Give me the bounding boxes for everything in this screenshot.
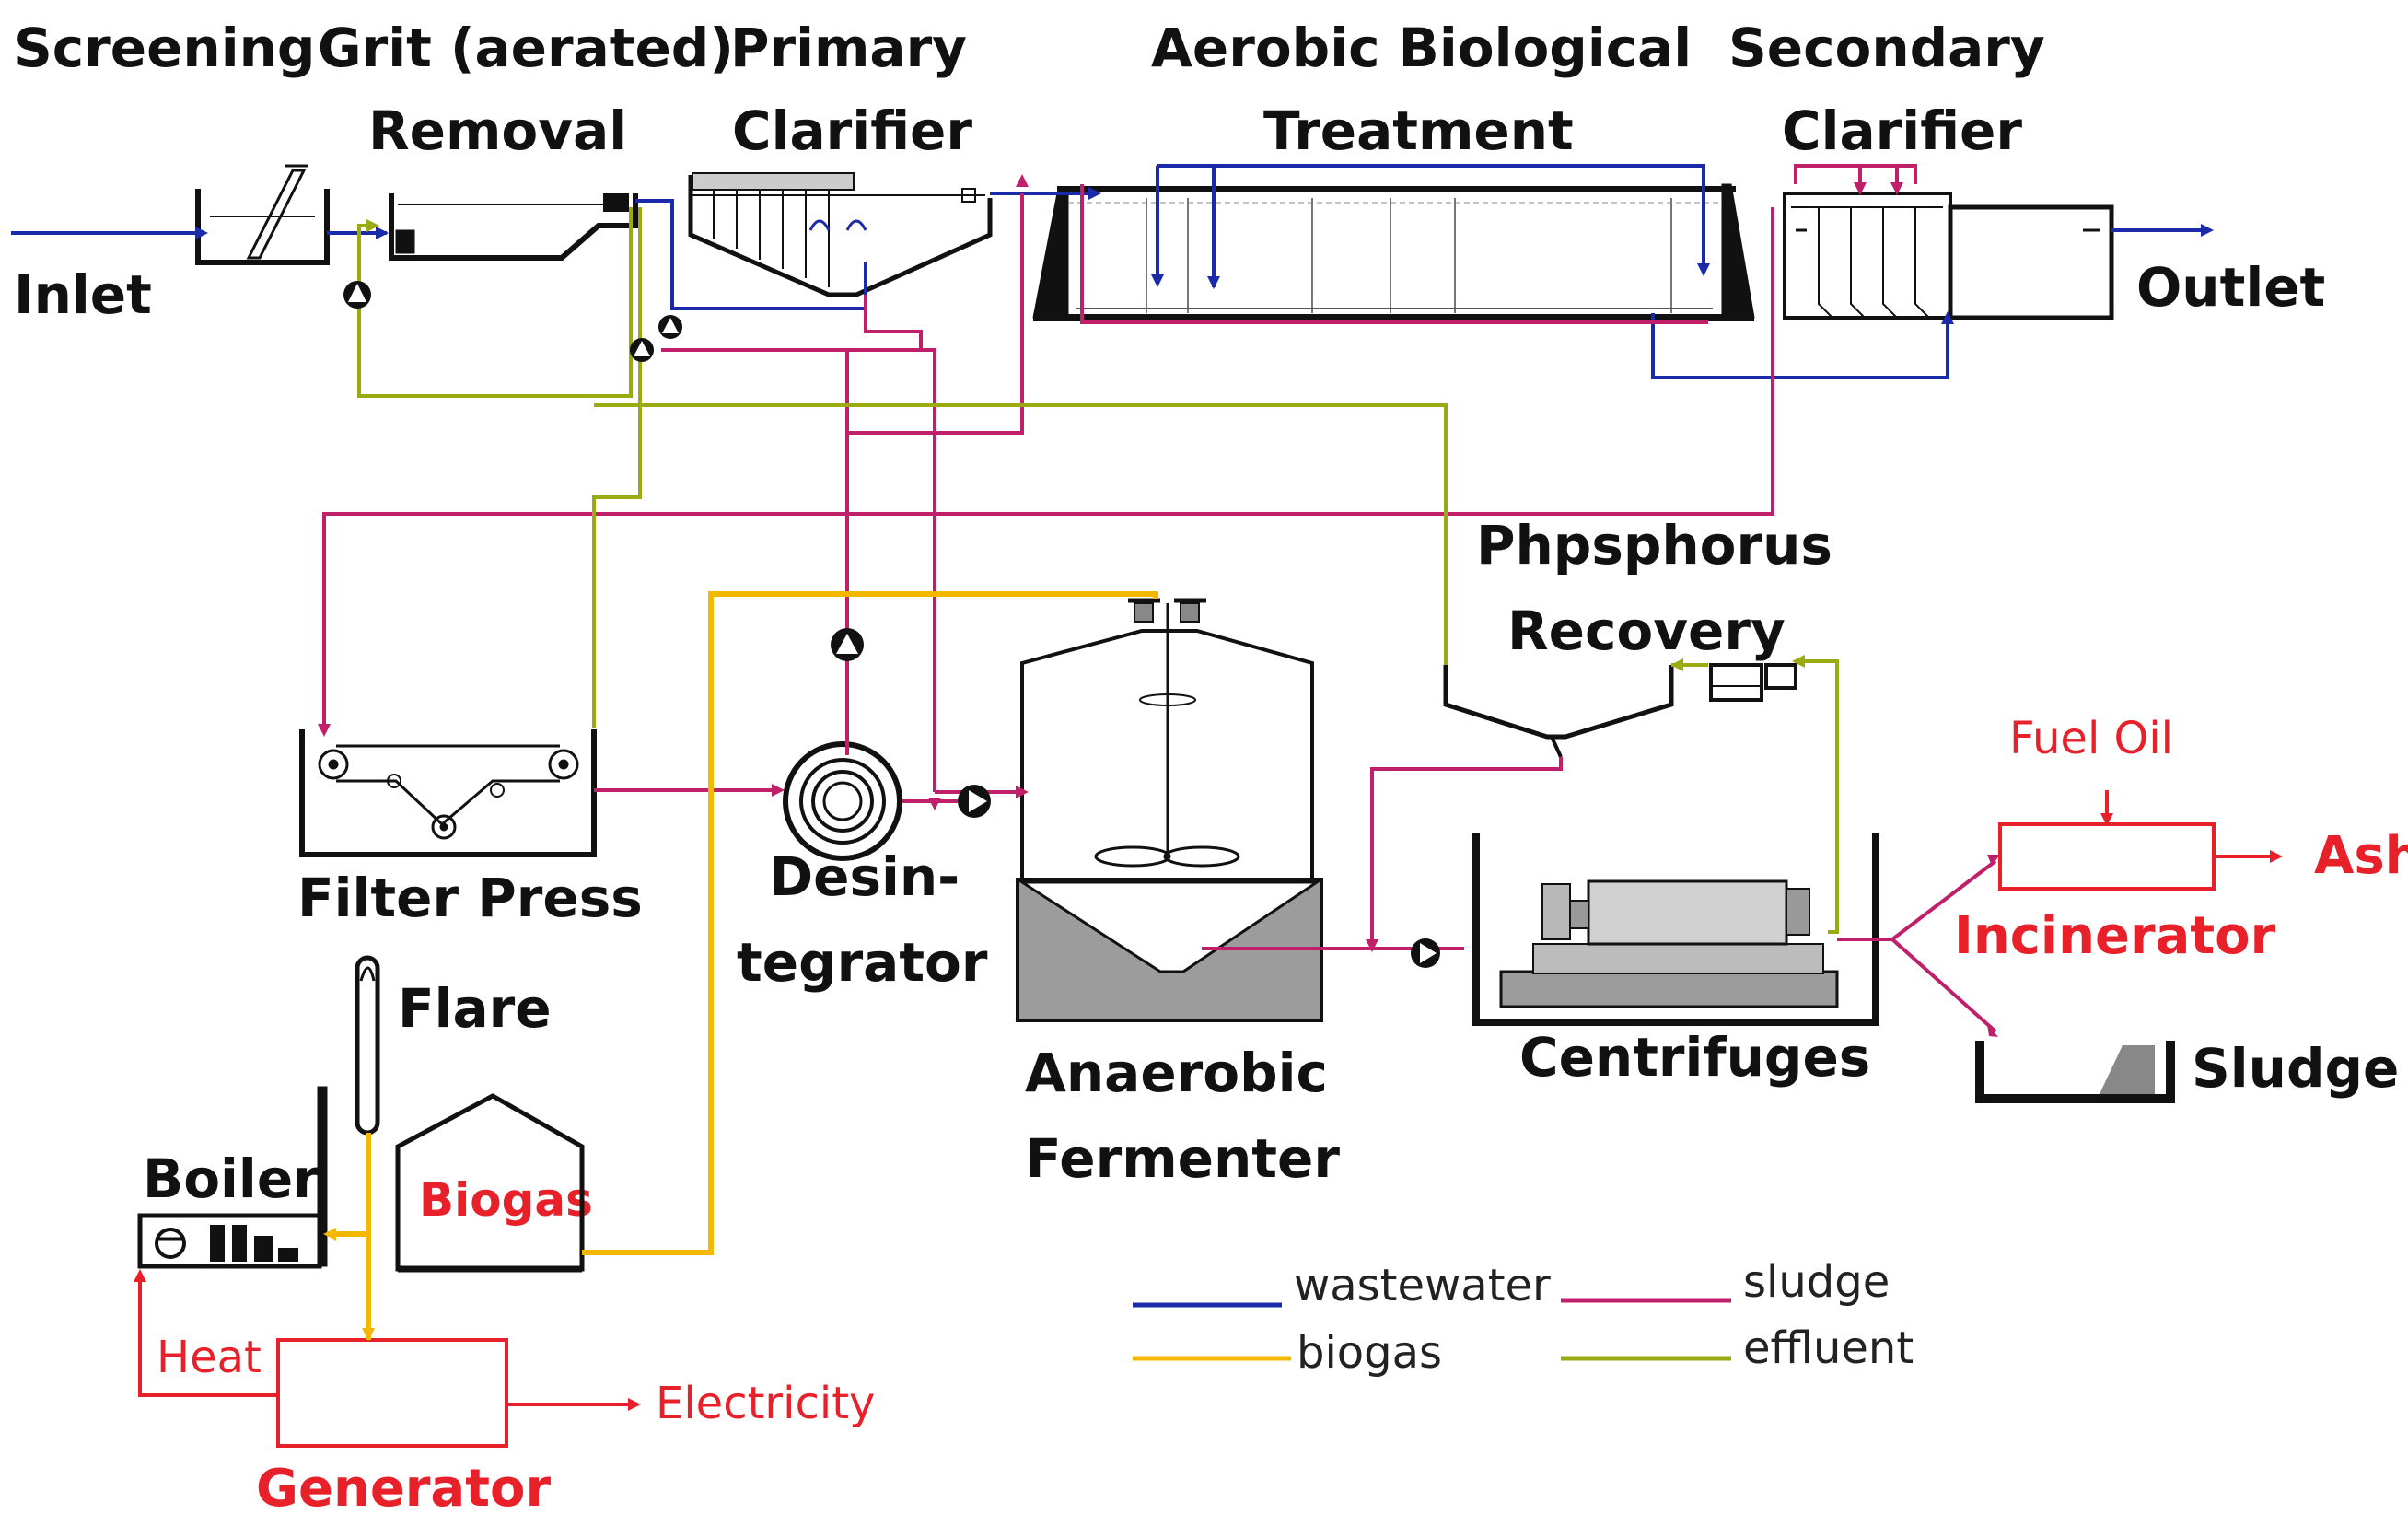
label-grit-line2: Removal [368,99,627,162]
desintegrator-unit [783,741,902,861]
pump-icon-1 [343,281,371,309]
centrifuge-unit [1472,833,1879,1026]
legend-label-biogas: biogas [1297,1327,1442,1379]
label-flare: Flare [398,977,552,1040]
aerobic-tank-unit [1032,183,1755,321]
pump-icon-2 [630,338,654,362]
legend-label-effluent: effluent [1743,1322,1914,1374]
label-biogas-holder: Biogas [419,1173,593,1227]
label-centrifuges: Centrifuges [1519,1026,1870,1089]
pump-icon-5 [958,785,991,818]
label-secondary-line2: Clarifier [1782,99,2022,162]
pump-icon-6 [1411,938,1440,968]
label-phosphorus-line2: Recovery [1507,600,1786,662]
biogas-lines [327,591,1158,1340]
label-primary-line1: Primary [730,17,967,79]
primary-clarifier-unit [688,172,993,297]
anaerobic-fermenter-unit [1016,598,1323,1022]
label-ash: Ash [2314,826,2408,886]
legend-label-wastewater: wastewater [1294,1260,1551,1311]
label-desintegrator-line2: tegrator [737,931,988,994]
legend: wastewater sludge biogas effluent [1133,1256,1914,1379]
label-anaerobic-line2: Fermenter [1025,1127,1340,1190]
label-aerobic-line1: Aerobic Biological [1151,17,1692,79]
secondary-clarifier-unit [1783,192,2114,320]
label-generator: Generator [256,1459,551,1519]
grit-removal-unit [389,193,638,261]
wastewater-arrows [195,187,2214,324]
label-sludge-out: Sludge [2192,1037,2399,1100]
phosphorus-recovery-unit [1443,663,1797,758]
biogas-holder-unit [395,1093,585,1273]
label-heat: Heat [157,1332,262,1383]
label-fuel-oil: Fuel Oil [2009,713,2173,764]
effluent-arrows [366,219,1805,671]
label-incinerator: Incinerator [1954,906,2276,966]
legend-label-sludge: sludge [1743,1256,1890,1308]
pump-icon-3 [658,315,682,339]
energy-arrows [134,813,2283,1411]
label-outlet: Outlet [2136,256,2325,319]
biogas-arrows [323,1228,375,1341]
boiler-unit [137,1086,328,1269]
filter-press-unit [299,729,597,857]
incinerator-unit [1998,822,2216,891]
label-inlet: Inlet [14,263,152,326]
label-anaerobic-line1: Anaerobic [1025,1042,1328,1104]
label-screening: Screening [14,17,315,79]
flare-unit [355,955,380,1136]
label-boiler: Boiler [143,1147,320,1210]
pump-icon-4 [831,628,864,661]
sludge-container [1975,1041,2175,1103]
generator-unit [276,1338,508,1448]
label-grit-line1: Grit (aerated) [318,17,734,79]
wastewater-lines [11,164,2205,379]
label-electricity: Electricity [656,1378,875,1429]
label-secondary-line1: Secondary [1728,17,2045,79]
label-primary-line2: Clarifier [732,99,972,162]
screening-unit [195,164,330,265]
label-filter-press: Filter Press [297,867,643,929]
label-phosphorus-line1: Phpsphorus [1476,514,1832,577]
label-aerobic-line2: Treatment [1263,99,1574,162]
sludge-arrows [318,174,2000,1037]
